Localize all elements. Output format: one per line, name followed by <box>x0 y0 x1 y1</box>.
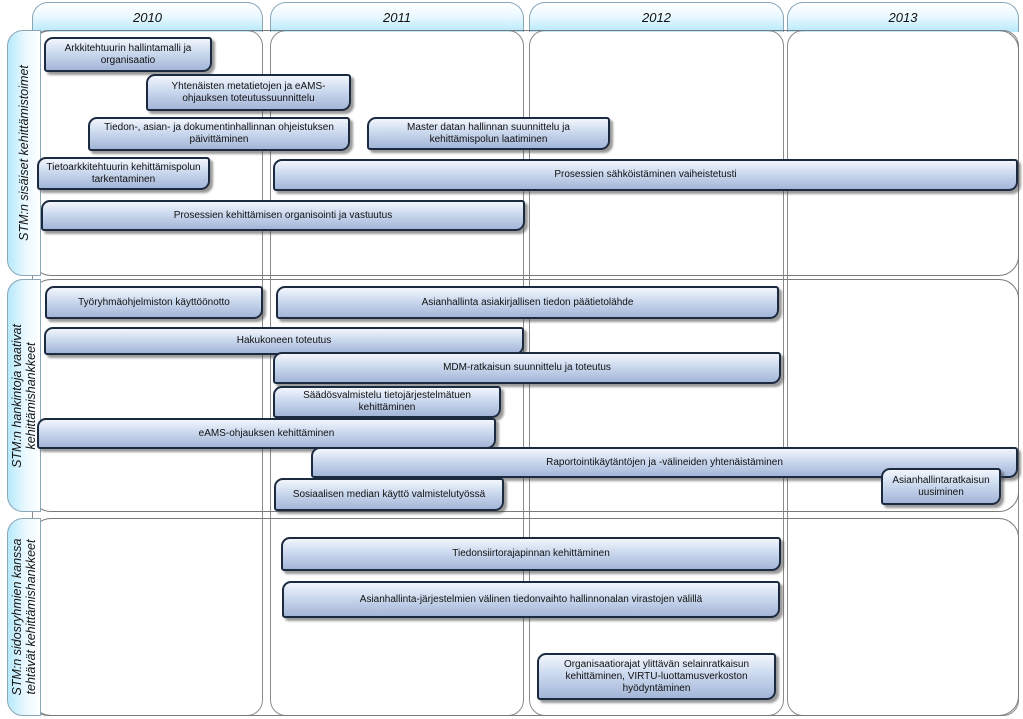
year-header-2012: 2012 <box>529 2 784 32</box>
task-cross-organization-browser: Organisaatiorajat ylittävän selainratkai… <box>537 653 776 700</box>
task-info-architecture-path: Tietoarkkitehtuurin kehittämispolun tark… <box>37 157 210 190</box>
task-architecture-model: Arkkitehtuurin hallintamalli ja organisa… <box>44 37 212 72</box>
task-mdm-solution: MDM-ratkaisun suunnittelu ja toteutus <box>273 352 781 384</box>
year-header-2010: 2010 <box>32 2 263 32</box>
task-case-management-renewal: Asianhallintaratkaisun uusiminen <box>881 468 1001 505</box>
row-label-internal-text: STM:n sisäiset kehittämistoimet <box>17 65 31 241</box>
row-label-stakeholders-text: STM:n sidosryhmien kanssa tehtävät kehit… <box>10 538 38 696</box>
task-master-data: Master datan hallinnan suunnittelu ja ke… <box>367 117 610 150</box>
row-label-stakeholders: STM:n sidosryhmien kanssa tehtävät kehit… <box>7 518 41 716</box>
task-case-management-source: Asianhallinta asiakirjallisen tiedon pää… <box>276 286 779 319</box>
task-eams-development: eAMS-ohjauksen kehittäminen <box>37 418 496 449</box>
task-groupware: Työryhmäohjelmiston käyttöönotto <box>45 286 263 319</box>
task-search-engine: Hakukoneen toteutus <box>44 327 524 355</box>
year-header-2011: 2011 <box>270 2 524 32</box>
task-guidelines-update: Tiedon-, asian- ja dokumentinhallinnan o… <box>88 117 350 151</box>
task-agency-data-exchange: Asianhallinta-järjestelmien välinen tied… <box>282 581 780 618</box>
row-label-procurement-text: STM:n hankintoja vaativat kehittämishank… <box>10 323 38 468</box>
row-label-procurement: STM:n hankintoja vaativat kehittämishank… <box>7 279 41 512</box>
year-header-2013: 2013 <box>787 2 1019 32</box>
task-process-digitalization: Prosessien sähköistäminen vaiheistetusti <box>273 159 1018 191</box>
task-legislative-drafting: Säädösvalmistelu tietojärjestelmätuen ke… <box>273 386 501 418</box>
task-data-transfer-interface: Tiedonsiirtorajapinnan kehittäminen <box>281 537 781 571</box>
task-metadata-eams-planning: Yhtenäisten metatietojen ja eAMS-ohjauks… <box>146 74 351 111</box>
row-label-internal: STM:n sisäiset kehittämistoimet <box>7 30 41 276</box>
task-process-organization: Prosessien kehittämisen organisointi ja … <box>41 200 525 231</box>
task-social-media: Sosiaalisen median käyttö valmistelutyös… <box>274 478 504 511</box>
